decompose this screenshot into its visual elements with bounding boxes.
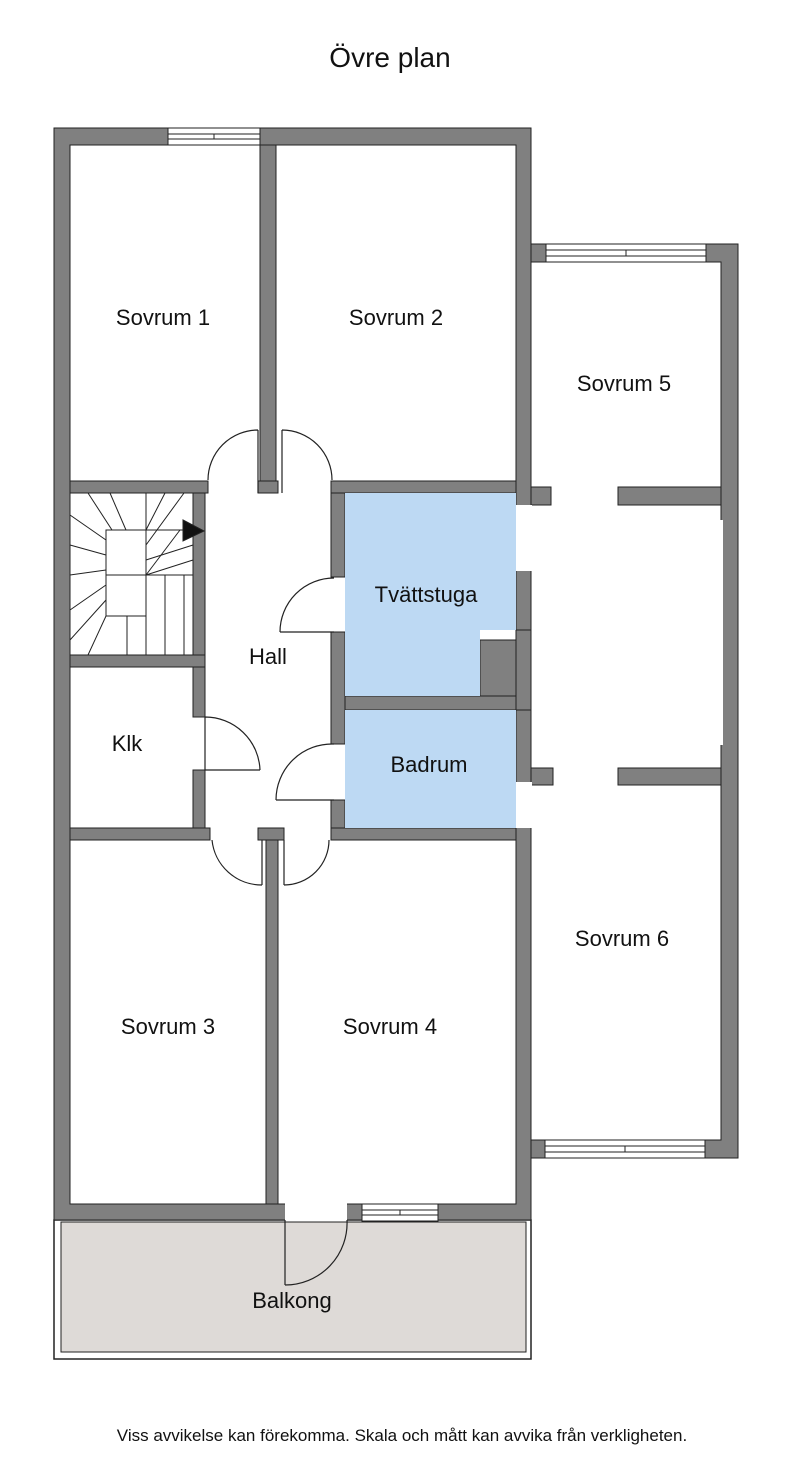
label-sovrum-6: Sovrum 6 bbox=[575, 926, 669, 951]
bathroom bbox=[345, 710, 516, 828]
wall-openings bbox=[285, 505, 723, 1221]
label-badrum: Badrum bbox=[390, 752, 467, 777]
wet-rooms bbox=[345, 493, 516, 828]
plan-title: Övre plan bbox=[329, 42, 450, 73]
disclaimer-text: Viss avvikelse kan förekomma. Skala och … bbox=[117, 1426, 687, 1445]
label-sovrum-1: Sovrum 1 bbox=[116, 305, 210, 330]
staircase bbox=[69, 492, 206, 656]
windows bbox=[167, 127, 707, 1222]
label-klk: Klk bbox=[112, 731, 144, 756]
label-sovrum-2: Sovrum 2 bbox=[349, 305, 443, 330]
stair-direction-arrow bbox=[182, 519, 206, 542]
label-sovrum-4: Sovrum 4 bbox=[343, 1014, 437, 1039]
label-sovrum-5: Sovrum 5 bbox=[577, 371, 671, 396]
room-labels: Sovrum 1 Sovrum 2 Sovrum 5 Tvättstuga Ha… bbox=[112, 305, 671, 1313]
doors bbox=[204, 429, 348, 1286]
label-tvattstuga: Tvättstuga bbox=[375, 582, 478, 607]
label-sovrum-3: Sovrum 3 bbox=[121, 1014, 215, 1039]
label-balkong: Balkong bbox=[252, 1288, 332, 1313]
label-hall: Hall bbox=[249, 644, 287, 669]
laundry-room bbox=[345, 493, 516, 696]
balcony bbox=[53, 1219, 532, 1360]
